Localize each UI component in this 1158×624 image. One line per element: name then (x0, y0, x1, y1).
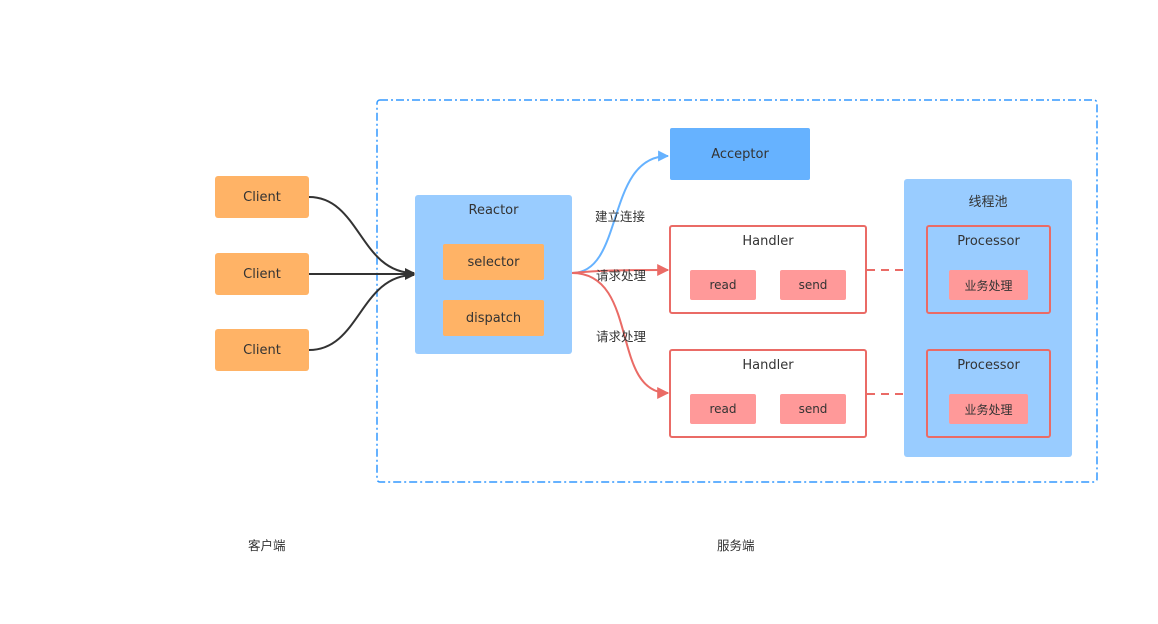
thread-pool-title: 线程池 (968, 195, 1008, 210)
client-side-caption: 客户端 (248, 538, 286, 553)
client-node-2: Client (215, 253, 309, 295)
client-node-3: Client (215, 329, 309, 371)
handler-1-read: read (690, 270, 756, 300)
request-edge-label-2: 请求处理 (596, 329, 647, 344)
dispatch-node: dispatch (443, 300, 544, 336)
server-side-caption: 服务端 (717, 538, 755, 553)
reactor-to-handler-2-edge (571, 272, 670, 399)
handler-title: Handler (742, 358, 794, 373)
reactor-to-acceptor-edge (571, 150, 670, 274)
handler-1-send: send (780, 270, 846, 300)
handler-2-send: send (780, 394, 846, 424)
processor-1-task: 业务处理 (949, 270, 1028, 300)
client-1-to-reactor-edge (308, 196, 415, 278)
processor-title: Processor (957, 358, 1020, 373)
client-node-1: Client (215, 176, 309, 218)
processor-2-task: 业务处理 (949, 394, 1028, 424)
selector-node: selector (443, 244, 544, 280)
processor-title: Processor (957, 234, 1020, 249)
acceptor-node: Acceptor (670, 128, 810, 180)
reactor-to-handler-1-edge (571, 264, 670, 277)
handler-title: Handler (742, 234, 794, 249)
reactor-title: Reactor (468, 203, 519, 218)
request-edge-label-1: 请求处理 (596, 268, 647, 283)
client-3-to-reactor-edge (308, 270, 415, 351)
handler-2-read: read (690, 394, 756, 424)
connect-edge-label: 建立连接 (595, 209, 646, 224)
